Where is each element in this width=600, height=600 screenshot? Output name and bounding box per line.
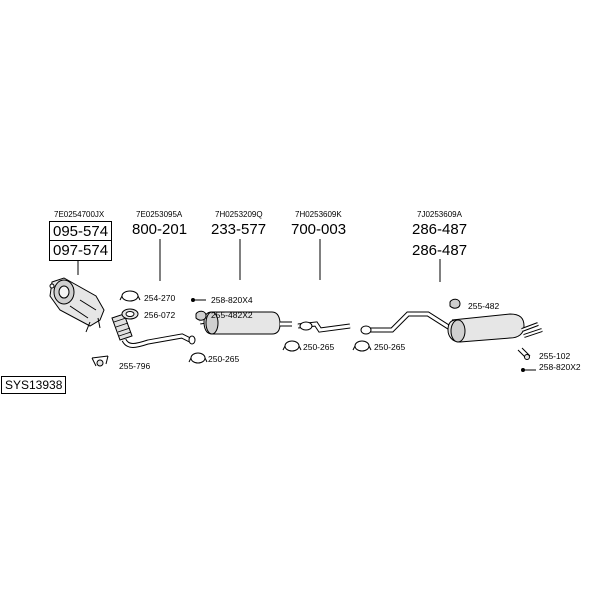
system-code-label: SYS13938 <box>1 376 67 394</box>
oe-number-cat: 7E0254700JX <box>54 210 105 219</box>
oe-number-rear: 7J0253609A <box>417 210 462 219</box>
accessory-code[interactable]: 250-265 <box>374 342 406 352</box>
accessory-code[interactable]: 250-265 <box>208 354 240 364</box>
oe-number-front: 7E0253095A <box>136 210 183 219</box>
accessory-code[interactable]: 255-796 <box>119 361 151 371</box>
bolt-icon <box>521 368 536 372</box>
accessory-code[interactable]: 255-482X2 <box>211 310 253 320</box>
accessory-code[interactable]: 254-270 <box>144 293 176 303</box>
part-number[interactable]: 700-003 <box>291 221 347 238</box>
part-number[interactable]: 286-487 <box>412 242 468 259</box>
part-number[interactable]: 800-201 <box>132 221 188 238</box>
intermediate-pipe-drawing <box>297 321 351 333</box>
mount-icon <box>195 310 207 321</box>
oe-number-mid2: 7H0253609K <box>295 210 342 219</box>
accessory-code[interactable]: 255-482 <box>468 301 500 311</box>
part-number[interactable]: 286-487 <box>412 221 468 238</box>
accessory-code[interactable]: 250-265 <box>303 342 335 352</box>
gasket-icon <box>121 308 139 320</box>
oe-number-mid1: 7H0253209Q <box>215 210 263 219</box>
rubber-mount-icon <box>91 355 109 367</box>
middle-silencer-drawing <box>199 311 292 335</box>
clamp-icon <box>188 352 208 364</box>
part-number[interactable]: 233-577 <box>211 221 267 238</box>
clamp-icon <box>119 290 141 302</box>
mount-icon <box>449 298 461 309</box>
clamp-icon <box>282 340 302 352</box>
accessory-code[interactable]: 258-820X4 <box>211 295 253 305</box>
accessory-code[interactable]: 258-820X2 <box>539 362 581 372</box>
front-pipe-drawing <box>111 313 196 348</box>
rear-silencer-drawing <box>360 311 543 343</box>
bolt-icon <box>191 298 206 302</box>
part-number-box[interactable]: 097-574 <box>49 240 113 261</box>
accessory-code[interactable]: 256-072 <box>144 310 176 320</box>
accessory-code[interactable]: 255-102 <box>539 351 571 361</box>
part-number-box[interactable]: 095-574 <box>49 221 113 242</box>
catalytic-converter-drawing <box>49 277 105 333</box>
rubber-mount-icon <box>517 347 531 360</box>
clamp-icon <box>352 340 372 352</box>
